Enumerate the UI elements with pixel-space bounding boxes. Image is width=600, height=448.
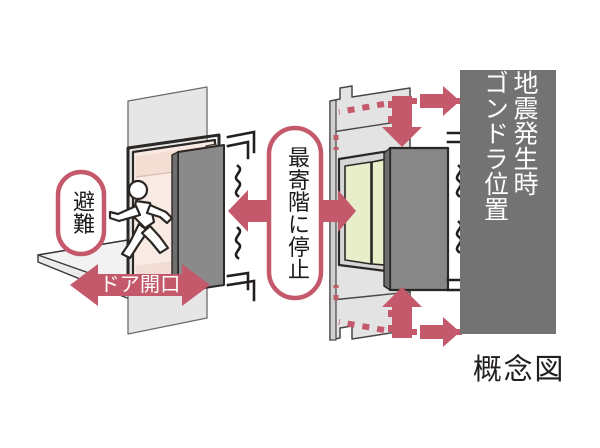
person-arm-front [108, 204, 142, 223]
label-stop-at-nearest-floor-text: 最寄階に停止 [285, 145, 310, 281]
running-person-pictogram [108, 179, 174, 260]
gondola-car [388, 146, 450, 292]
banner-arrow-top [420, 86, 460, 116]
banner-arrow-bottom [420, 317, 460, 347]
label-door-opening-text: ドア開口 [99, 274, 181, 296]
shake-bracket-bottom-inner [226, 271, 250, 291]
label-evacuate-text: 避難 [70, 189, 95, 235]
arrow-up-to-gondola [382, 287, 422, 338]
earthquake-gondola-banner [460, 70, 556, 334]
person-leg-front [140, 224, 170, 255]
open-door-panel-front [171, 151, 179, 293]
person-head [127, 179, 149, 201]
shake-marks-left [226, 130, 256, 302]
shake-bracket-bottom-outer [226, 279, 256, 302]
label-stop-at-nearest-floor-pill [266, 125, 324, 301]
person-arm-back [145, 203, 174, 225]
elevator-door-left [344, 161, 372, 265]
shake-squiggle-lower [234, 226, 242, 260]
right-elevator-structure [329, 85, 476, 341]
shake-bracket-top-inner [226, 140, 250, 160]
arrow-down-to-gondola [382, 96, 422, 147]
door-opening-double-arrow [70, 264, 210, 306]
figure-caption: 概念図 [472, 354, 566, 386]
gondola-car-side [383, 147, 391, 291]
shake-bracket-top-outer [226, 130, 256, 154]
label-evacuate-pill [55, 169, 107, 257]
shake-squiggle-upper [234, 164, 242, 198]
left-building-structure [37, 86, 256, 335]
